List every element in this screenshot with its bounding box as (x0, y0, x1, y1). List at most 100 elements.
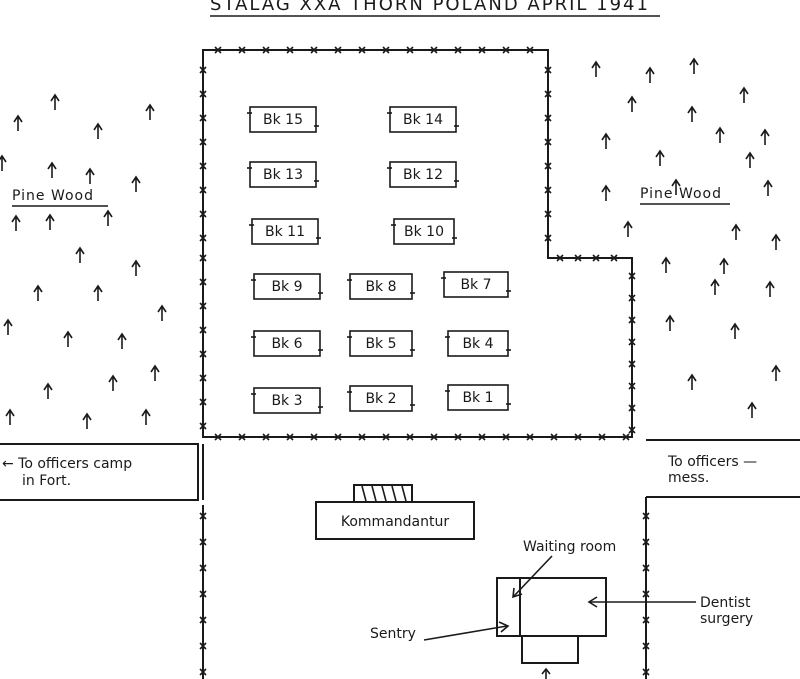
fence-cross (238, 433, 246, 441)
tree-icon (747, 401, 757, 418)
barrack-label: Bk 11 (265, 224, 305, 240)
fence-cross (502, 433, 510, 441)
tree-icon (131, 175, 141, 192)
tree-icon (63, 330, 73, 347)
fence-cross (214, 46, 222, 54)
fence-cross (454, 46, 462, 54)
pine-wood-left-label: Pine Wood (12, 188, 94, 204)
fence-cross (526, 46, 534, 54)
fence-cross (406, 433, 414, 441)
fence-cross (478, 433, 486, 441)
barrack-bk5: Bk 5 (347, 330, 415, 357)
fence-cross (628, 360, 636, 368)
fence-cross (238, 46, 246, 54)
tree-icon (50, 93, 60, 110)
fence-cross (628, 294, 636, 302)
fence-cross (628, 272, 636, 280)
tree-icon (5, 408, 15, 425)
fence-cross (199, 254, 207, 262)
barrack-outline (253, 330, 321, 357)
barrack-bk11: Bk 11 (249, 218, 321, 245)
barrack-bk12: Bk 12 (387, 161, 459, 188)
tree-icon (0, 154, 7, 171)
officers-mess-line1: To officers — (667, 454, 757, 470)
barrack-outline (447, 384, 509, 411)
fence-cross (622, 433, 630, 441)
barrack-bk14: Bk 14 (387, 106, 459, 133)
tree-icon (765, 280, 775, 297)
fence-cross (642, 616, 650, 624)
fence-cross (544, 186, 552, 194)
kommandantur-label: Kommandantur (341, 514, 449, 530)
barrack-outline (349, 273, 413, 300)
fence-cross (526, 433, 534, 441)
fence-cross (592, 254, 600, 262)
barrack-label: Bk 7 (460, 277, 491, 293)
barrack-bk6: Bk 6 (251, 330, 323, 357)
tree-icon (591, 60, 601, 77)
barrack-bk1: Bk 1 (445, 384, 511, 411)
tree-icon (655, 149, 665, 166)
fence-cross-marks (199, 46, 636, 441)
tree-icon (661, 256, 671, 273)
fence-cross (199, 138, 207, 146)
officers-camp-line1: ← To officers camp (2, 456, 132, 472)
fence-cross (199, 398, 207, 406)
map-title: STALAG XXA THORN POLAND APRIL 1941 (210, 0, 650, 15)
barrack-label: Bk 12 (403, 167, 443, 183)
fence-cross (199, 538, 207, 546)
road-left-boundary (0, 443, 199, 501)
tree-icon (719, 257, 729, 274)
barrack-label: Bk 15 (263, 112, 303, 128)
fence-cross (199, 422, 207, 430)
dentist-arrowhead (587, 596, 598, 608)
fence-cross (199, 374, 207, 382)
barrack-label: Bk 4 (462, 336, 493, 352)
fence-cross (556, 254, 564, 262)
sentry-arrowhead (498, 621, 510, 633)
fence-cross (544, 138, 552, 146)
fence-cross (574, 433, 582, 441)
fence-cross (642, 642, 650, 650)
fence-cross (199, 616, 207, 624)
tree-icon (627, 95, 637, 112)
tree-icon (47, 161, 57, 178)
tree-icon (33, 284, 43, 301)
fence-cross (199, 302, 207, 310)
fence-cross (199, 162, 207, 170)
barrack-outline (253, 387, 321, 414)
tree-icon (601, 132, 611, 149)
barrack-bk7: Bk 7 (441, 271, 511, 298)
fence-cross (544, 162, 552, 170)
pine-wood-right-label: Pine Wood (640, 186, 722, 202)
fence-cross (310, 433, 318, 441)
tree-icon (771, 233, 781, 250)
tree-icon (145, 103, 155, 120)
barrack-bk3: Bk 3 (251, 387, 323, 414)
lower-fence-cross-marks (199, 512, 650, 676)
fence-cross (382, 433, 390, 441)
barrack-bk10: Bk 10 (391, 218, 457, 245)
barrack-outline (443, 271, 509, 298)
fence-cross (286, 433, 294, 441)
entrance-arrow-head (541, 667, 551, 675)
fence-cross (406, 46, 414, 54)
fence-cross (642, 668, 650, 676)
tree-icon (93, 284, 103, 301)
barrack-bk15: Bk 15 (247, 106, 319, 133)
tree-icon (93, 122, 103, 139)
fence-cross (478, 46, 486, 54)
fence-cross (454, 433, 462, 441)
sentry-building (496, 577, 607, 637)
fence-cross (199, 90, 207, 98)
fence-cross (286, 46, 294, 54)
fence-cross (628, 338, 636, 346)
tree-icon (731, 223, 741, 240)
fence-cross (199, 512, 207, 520)
tree-icon (671, 178, 681, 195)
tree-icon (710, 278, 720, 295)
fence-cross (199, 114, 207, 122)
barrack-label: Bk 5 (365, 336, 396, 352)
tree-icon (763, 179, 773, 196)
